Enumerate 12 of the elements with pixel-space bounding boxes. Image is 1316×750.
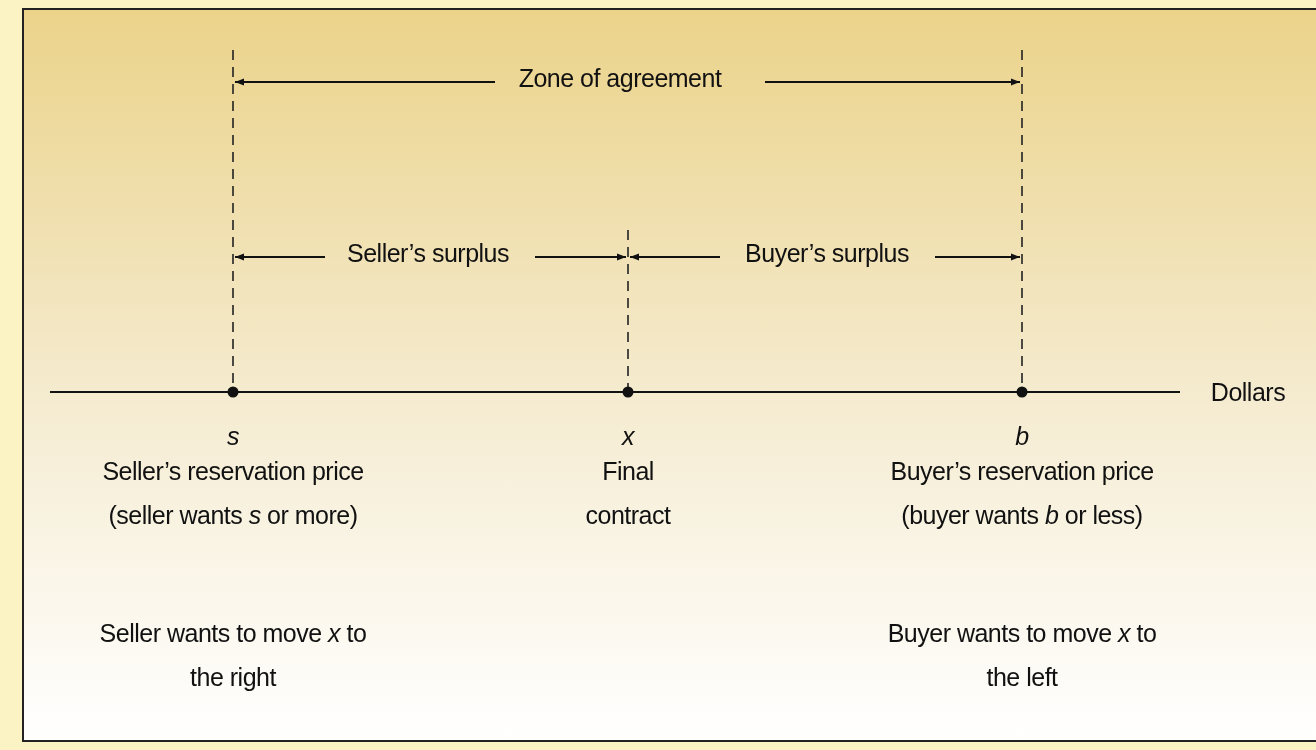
point-label: x [622,421,634,452]
description-text: Buyer’s reservation price (buyer wants b or less) [889,456,1155,531]
dimension-label: Seller’s surplus [347,238,509,269]
note-text: Seller wants to move x to the right [98,618,368,693]
dimension-label: Zone of agreement [518,63,722,94]
note-text: Buyer wants to move x to the left [886,618,1158,693]
axis-label: Dollars [1210,377,1286,408]
description-text: Final contract [584,456,672,531]
point-label: s [227,421,239,452]
point-label: b [1015,421,1029,452]
description-text: Seller’s reservation price (seller wants s or more) [101,456,365,531]
dimension-label: Buyer’s surplus [745,238,909,269]
